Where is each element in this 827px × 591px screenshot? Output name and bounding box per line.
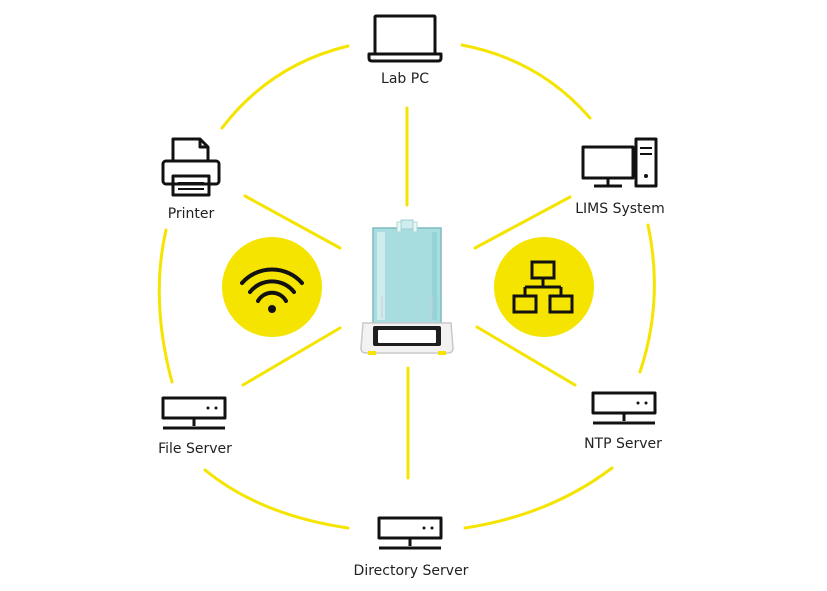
printer-label: Printer — [167, 206, 215, 222]
wifi-icon — [240, 267, 304, 303]
ring-arc-lims-ntp — [638, 223, 656, 374]
spoke-lims — [473, 195, 572, 250]
spoke-fileserver — [241, 326, 342, 387]
lab-pc-label: Lab PC — [381, 71, 429, 87]
server-icon — [591, 391, 657, 425]
desktop-computer-icon — [581, 137, 658, 188]
ring-links — [157, 43, 656, 530]
spoke-printer — [243, 194, 342, 250]
network-badge — [494, 237, 594, 337]
spoke-ntp — [475, 325, 577, 387]
server-icon — [161, 396, 227, 430]
network-topology-icon — [512, 260, 574, 314]
ring-arc-fileserver-directory — [203, 468, 350, 530]
ntp-server-label: NTP Server — [584, 436, 662, 452]
ring-arc-printer-labpc — [220, 44, 350, 130]
directory-server-label: Directory Server — [353, 563, 469, 579]
laptop-icon — [367, 14, 443, 63]
printer-icon — [161, 137, 221, 197]
lims-system-label: LIMS System — [575, 201, 665, 217]
ring-arc-printer-fileserver — [157, 228, 174, 384]
wifi-badge — [222, 237, 322, 337]
server-icon — [377, 516, 443, 550]
analytical-balance-icon — [360, 219, 454, 355]
file-server-label: File Server — [158, 441, 232, 457]
ring-arc-ntp-directory — [463, 466, 614, 530]
ring-arc-labpc-lims — [460, 43, 592, 120]
spoke-links — [241, 106, 577, 480]
